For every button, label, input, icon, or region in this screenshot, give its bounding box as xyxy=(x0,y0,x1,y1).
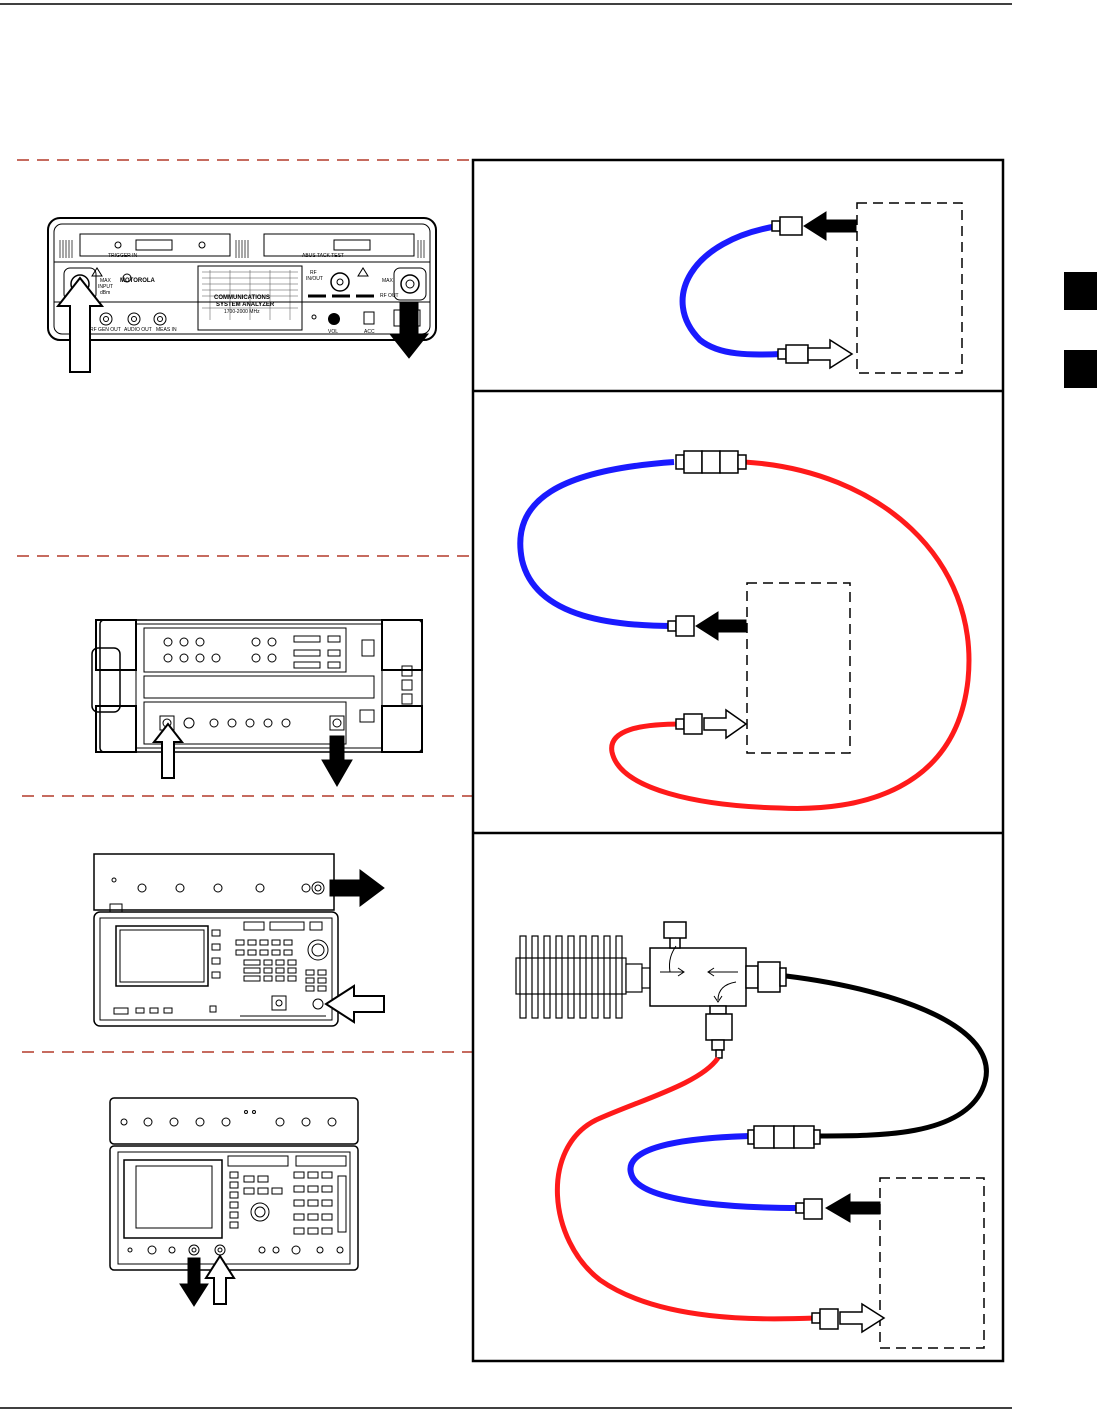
panel-3-connection xyxy=(516,922,986,1348)
cable-high-power xyxy=(786,976,986,1136)
svg-text:RF GEN OUT: RF GEN OUT xyxy=(90,327,121,333)
svg-text:RF OUT: RF OUT xyxy=(380,293,399,299)
trigger-in-label: TRIGGER IN xyxy=(108,253,138,259)
arrow-out-of-cable-1 xyxy=(808,340,852,368)
svg-text:AUDIO OUT: AUDIO OUT xyxy=(124,327,152,333)
input-arrow-4 xyxy=(206,1256,234,1304)
svg-text:dBm: dBm xyxy=(100,290,110,296)
side-tab-lower xyxy=(1064,350,1097,388)
brand-label: MOTOROLA xyxy=(120,278,156,284)
svg-text:MAX: MAX xyxy=(382,278,394,284)
cdma-analyzer-front-panel: TRIGGER IN ABUS TACK TEST MAX INPUT dBm … xyxy=(48,218,436,340)
dummy-load xyxy=(516,936,650,1018)
arrow-out-of-cable-3 xyxy=(840,1304,884,1332)
input-arrow-2 xyxy=(154,724,182,778)
arrow-out-of-cable-2 xyxy=(704,710,746,738)
cable-tx-2 xyxy=(520,462,674,626)
svg-text:VOL: VOL xyxy=(328,329,338,335)
svg-text:IN/OUT: IN/OUT xyxy=(306,276,323,282)
cable-rx-3 xyxy=(557,1058,816,1319)
arrow-into-cable-1 xyxy=(804,212,856,240)
device-box-2 xyxy=(747,583,850,753)
device-box-3 xyxy=(880,1178,984,1348)
signal-analyzer-front-panel xyxy=(94,854,338,1026)
directional-coupler xyxy=(650,922,786,1058)
svg-text:MEAS IN: MEAS IN xyxy=(156,327,177,333)
svg-text:ACC: ACC xyxy=(364,329,375,335)
connection-panels-frame xyxy=(473,160,1003,1361)
panel-2-connection xyxy=(520,451,969,808)
device-box-1 xyxy=(857,203,962,373)
spectrum-analyzer-front-panel xyxy=(92,620,422,752)
freq-range-label: 1700-2000 MHz xyxy=(224,309,260,315)
abus-label: ABUS TACK TEST xyxy=(302,253,344,259)
arrow-into-cable-3 xyxy=(826,1194,880,1222)
output-arrow-4 xyxy=(180,1258,208,1306)
panel-1-connection xyxy=(683,203,962,373)
side-tab-upper xyxy=(1064,272,1097,310)
service-monitor-front-panel xyxy=(110,1098,358,1270)
input-arrow-3 xyxy=(326,986,384,1022)
cable-rx-2 xyxy=(612,462,969,808)
cable-tx-1 xyxy=(683,226,786,354)
arrow-into-cable-2 xyxy=(696,612,746,640)
svg-text:SYSTEM ANALYZER: SYSTEM ANALYZER xyxy=(216,302,275,308)
model-label: COMMUNICATIONS xyxy=(214,295,270,301)
output-arrow-3 xyxy=(330,870,384,906)
